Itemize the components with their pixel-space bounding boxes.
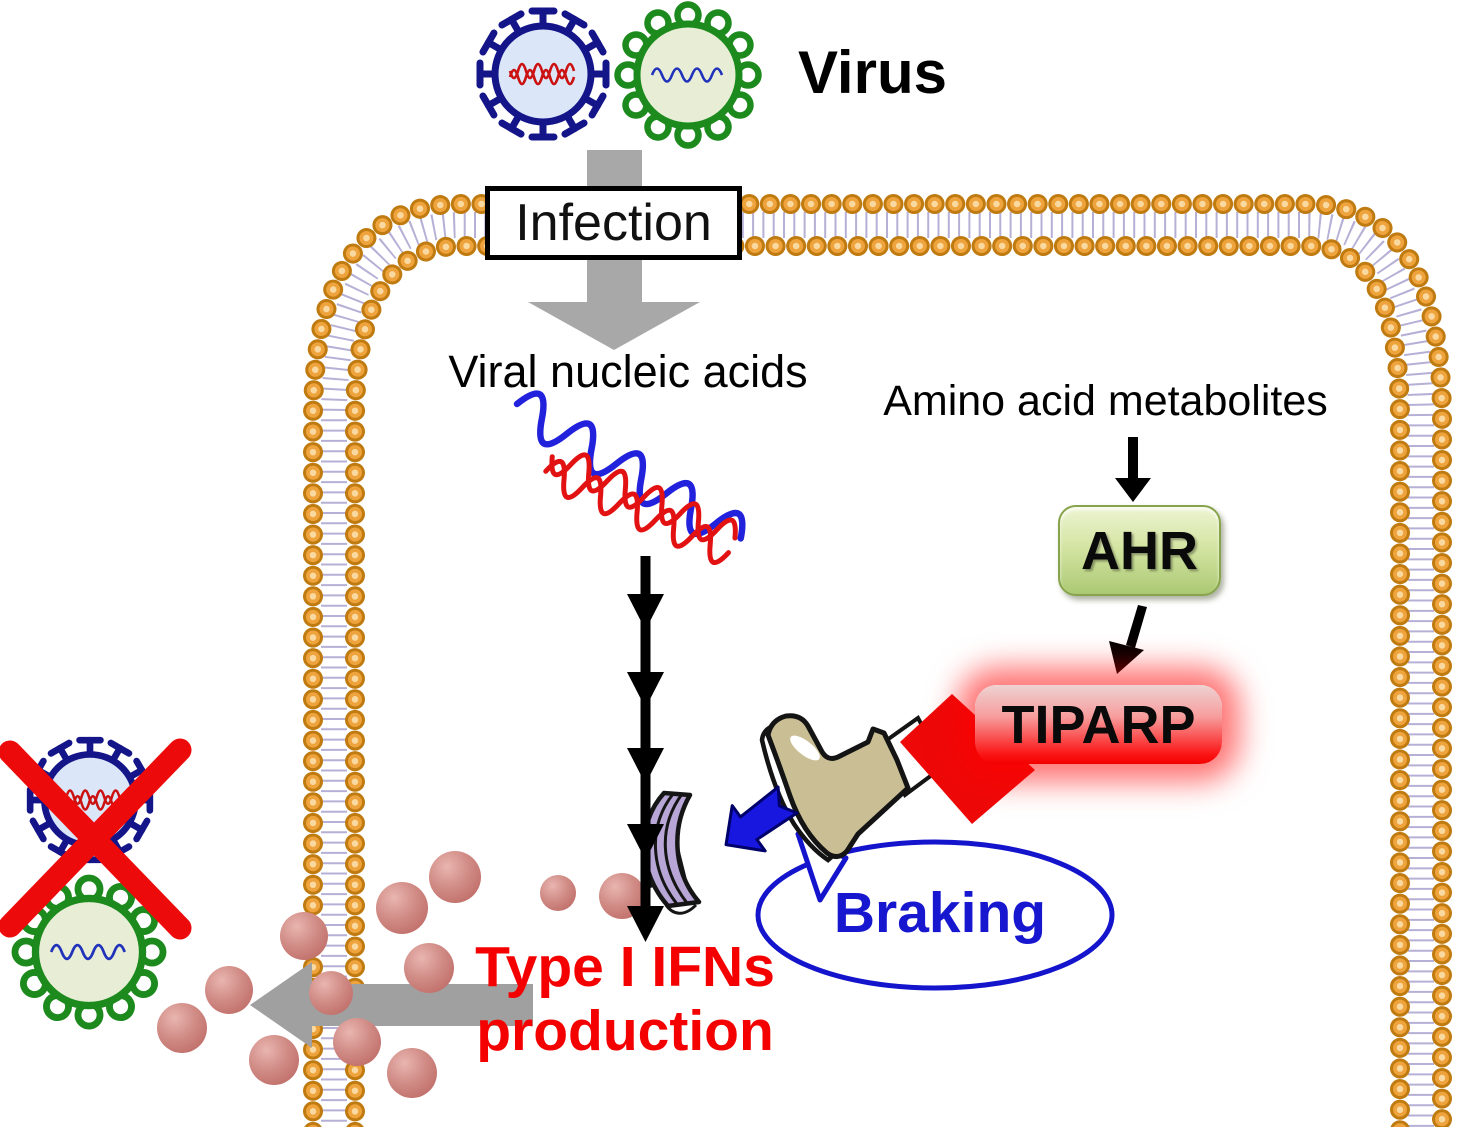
ahr-label: AHR	[1081, 520, 1198, 581]
ifn-dot	[157, 1003, 207, 1053]
viral-nucleic-acids-label: Viral nucleic acids	[448, 346, 808, 397]
ifn-dot	[333, 1018, 381, 1066]
virus-blue-icon	[480, 11, 606, 137]
boot-highlight	[790, 735, 820, 761]
ifn-dot	[249, 1035, 299, 1085]
brake-pedal-icon	[641, 790, 702, 915]
ahr-to-tiparp-arrow	[1109, 605, 1147, 674]
ahr-box: AHR	[1058, 505, 1221, 596]
blocked-viruses	[0, 738, 192, 1026]
secretion-arrow	[250, 962, 533, 1048]
metabolites-to-ahr-arrow	[1115, 437, 1151, 502]
braking-label: Braking	[833, 881, 1047, 945]
ifn-dot	[404, 943, 454, 993]
type-i-ifns-label: Type I IFNs production	[440, 935, 810, 1064]
virus-label: Virus	[798, 38, 947, 106]
lipid-tails	[321, 212, 1434, 1127]
infection-label: Infection	[515, 194, 712, 252]
blocked-x-icon	[0, 738, 192, 940]
ifn-dot	[387, 1048, 437, 1098]
signal-arrow-chain	[627, 556, 664, 942]
type-i-ifns-line2: production	[476, 998, 774, 1063]
tiparp-box: TIPARP	[975, 685, 1222, 764]
braking-bubble	[755, 831, 1115, 991]
infection-box: Infection	[485, 186, 742, 260]
amino-acid-metabolites-label: Amino acid metabolites	[883, 376, 1328, 425]
virus-green-icon	[618, 5, 759, 146]
tiparp-label: TIPARP	[1001, 694, 1196, 755]
ifn-dots	[157, 851, 645, 1098]
foot-icon	[759, 713, 911, 863]
cell-membrane	[303, 194, 1452, 1127]
boot-body	[765, 713, 911, 859]
ifn-dot	[309, 971, 353, 1015]
viral-rna-red-icon	[543, 452, 738, 565]
ifn-dot	[540, 875, 576, 911]
type-i-ifns-line1: Type I IFNs	[475, 935, 775, 999]
force-arrow-icon	[724, 785, 799, 853]
ifn-dot	[280, 912, 328, 960]
foot-on-brake	[724, 694, 1035, 863]
ifn-dot	[376, 882, 428, 934]
ifn-dot	[205, 966, 253, 1014]
leg-icon	[900, 694, 1035, 824]
ifn-dot	[429, 851, 481, 903]
